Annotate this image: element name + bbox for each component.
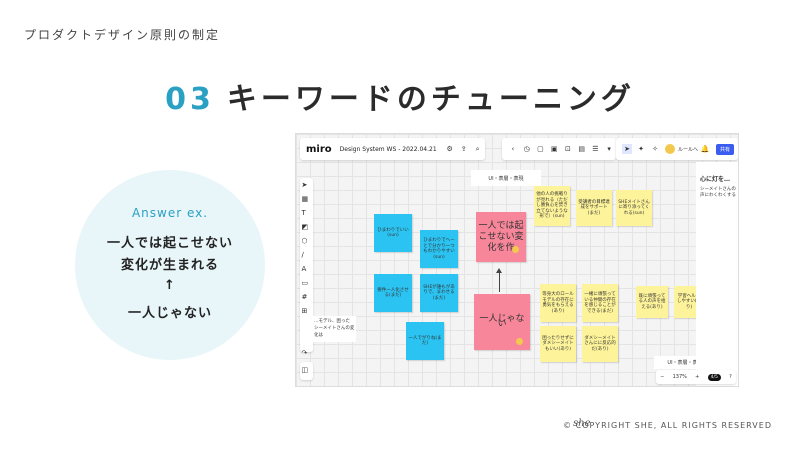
more-icon[interactable]: ▾ bbox=[607, 145, 611, 153]
export-icon[interactable]: ⇪ bbox=[460, 145, 467, 153]
answer-line-1: 一人では起こせない bbox=[106, 236, 233, 251]
signature-logo: she bbox=[573, 418, 591, 429]
share-button[interactable]: 共有 bbox=[716, 143, 735, 155]
sticky-note[interactable]: ダメシーメイトさんにに反応的だ(あり) bbox=[582, 326, 618, 362]
answer-line-3: 一人じゃない bbox=[127, 306, 212, 321]
settings-icon[interactable]: ⚙ bbox=[446, 145, 453, 153]
present-icon[interactable]: ▣ bbox=[550, 145, 558, 153]
chevron-left-icon[interactable]: ‹ bbox=[511, 145, 515, 153]
marker-icon[interactable]: A bbox=[301, 265, 307, 273]
bell-icon[interactable]: 🔔 bbox=[700, 145, 710, 153]
comment-tool-icon[interactable]: ▭ bbox=[301, 279, 309, 287]
left-panel-line-2: シーメイトさんの変化は bbox=[314, 326, 355, 338]
connector-line bbox=[499, 272, 500, 292]
title-text: キーワードのチューニング bbox=[226, 82, 635, 117]
sticky-note[interactable]: SHEが誰もがありで、まわせる(まだ) bbox=[420, 274, 458, 312]
search-icon[interactable]: ⌕ bbox=[475, 144, 480, 153]
top-right-hint[interactable]: ルールへ bbox=[678, 146, 699, 153]
left-comment-panel: …モデル、困った シーメイトさんの変化は bbox=[300, 316, 356, 342]
sticky-note[interactable]: 要件一人化させる(まだ) bbox=[374, 274, 412, 312]
sticky-note[interactable]: ひまわりでいい(sun) bbox=[374, 214, 412, 252]
right-panel: 心に灯を… シーメイトさんの声にわくわくする bbox=[696, 162, 738, 386]
frame-icon[interactable]: ⊡ bbox=[564, 145, 571, 153]
copyright: © COPYRIGHT SHE, ALL RIGHTS RESERVED bbox=[563, 421, 772, 430]
breadcrumb: プロダクトデザイン原則の制定 bbox=[24, 28, 221, 42]
answer-heading: Answer ex. bbox=[131, 206, 209, 220]
pen-icon[interactable]: ∕ bbox=[301, 251, 304, 259]
board-list-panel: ◫ bbox=[300, 362, 313, 380]
miro-screenshot: miro Design System WS - 2022.04.21 ⚙ ⇪ ⌕… bbox=[296, 134, 738, 386]
sticky-note[interactable]: 困ったりせずにダメシーメイトもいい(あり) bbox=[540, 326, 576, 362]
zoom-control: − 137% + 4/5 ? bbox=[656, 370, 736, 384]
frame-tool-icon[interactable]: # bbox=[301, 293, 308, 301]
answer-arrow: ↑ bbox=[164, 278, 176, 293]
sticky-note[interactable]: 一緒に頑張っている仲間の存在を感じることができる(まだ) bbox=[582, 284, 618, 322]
text-icon[interactable]: T bbox=[301, 209, 306, 217]
cursor-avatar bbox=[516, 338, 523, 345]
collab-toolbar: ‹ ◷ ▢ ▣ ⊡ ▤ ☰ ▾ bbox=[502, 138, 616, 160]
left-panel-line-1: …モデル、困った bbox=[314, 319, 350, 324]
arrow-up-icon bbox=[496, 268, 502, 273]
answer-line-2: 変化が生まれる bbox=[120, 258, 219, 273]
panel-icon[interactable]: ◫ bbox=[301, 366, 309, 374]
avatar[interactable] bbox=[665, 144, 675, 154]
cursor-avatar bbox=[512, 246, 519, 253]
page-title: 03 キーワードのチューニング bbox=[0, 74, 800, 118]
redo-icon[interactable]: ↷ bbox=[301, 349, 308, 357]
answer-circle: Answer ex. 一人では起こせない 変化が生まれる ↑ 一人じゃない bbox=[75, 170, 265, 360]
title-number: 03 bbox=[165, 82, 215, 117]
zoom-in-button[interactable]: + bbox=[695, 374, 700, 380]
table-icon[interactable]: ▦ bbox=[301, 195, 309, 203]
side-panel-title: 心に灯を… bbox=[700, 176, 731, 183]
help-icon[interactable]: ? bbox=[729, 374, 732, 380]
zoom-level: 137% bbox=[672, 374, 687, 380]
cursor-icon[interactable]: ➤ bbox=[622, 144, 632, 154]
reaction-icon[interactable]: ✦ bbox=[638, 145, 644, 153]
celebrate-icon[interactable]: ✧ bbox=[652, 145, 658, 153]
miro-logo[interactable]: miro bbox=[306, 143, 332, 155]
doc-icon[interactable]: ▤ bbox=[578, 145, 585, 153]
sticky-note[interactable]: 既に頑張ってる人の声を拾える(あり) bbox=[636, 286, 668, 318]
comment-icon[interactable]: ▢ bbox=[537, 145, 544, 153]
sticky-note-icon[interactable]: ◩ bbox=[301, 223, 309, 231]
upload-icon[interactable]: ⊞ bbox=[301, 307, 308, 315]
board-title[interactable]: Design System WS - 2022.04.21 bbox=[339, 145, 437, 153]
shape-icon[interactable]: ⬡ bbox=[301, 237, 308, 245]
miro-top-bar: miro Design System WS - 2022.04.21 ⚙ ⇪ ⌕ bbox=[300, 138, 485, 160]
people-count[interactable]: 4/5 bbox=[707, 373, 721, 381]
sticky-note[interactable]: 他の人の挑戦りが見れる（ただし勝負心を焚き立てないような形で）(sun) bbox=[534, 186, 570, 226]
select-icon[interactable]: ➤ bbox=[301, 181, 308, 189]
sticky-note[interactable]: 受講者の目標達成をサポート(まだ) bbox=[576, 190, 612, 226]
sticky-note-highlight[interactable]: 一人では起こせない変化を作 bbox=[476, 212, 526, 262]
sticky-note[interactable]: 等身大のロールモデルの存在に勇気をもらえる(あり) bbox=[540, 284, 576, 322]
frame-label-top[interactable]: UI・表層・表現 bbox=[471, 170, 541, 186]
sticky-note[interactable]: ひまわりでへーとで分かり一つもわかりやすい(sun) bbox=[420, 230, 458, 268]
zoom-out-button[interactable]: − bbox=[660, 374, 665, 380]
user-toolbar: ➤ ✦ ✧ ルールへ 🔔 共有 bbox=[616, 138, 738, 160]
timer-icon[interactable]: ◷ bbox=[523, 145, 530, 153]
list-icon[interactable]: ☰ bbox=[592, 145, 599, 153]
side-panel-sub: シーメイトさんの声にわくわくする bbox=[700, 187, 736, 198]
sticky-note[interactable]: SHEメイトさんに寄り添ってくれる(sun) bbox=[616, 190, 652, 226]
sticky-note[interactable]: 一人でがりね(まだ) bbox=[406, 322, 444, 360]
